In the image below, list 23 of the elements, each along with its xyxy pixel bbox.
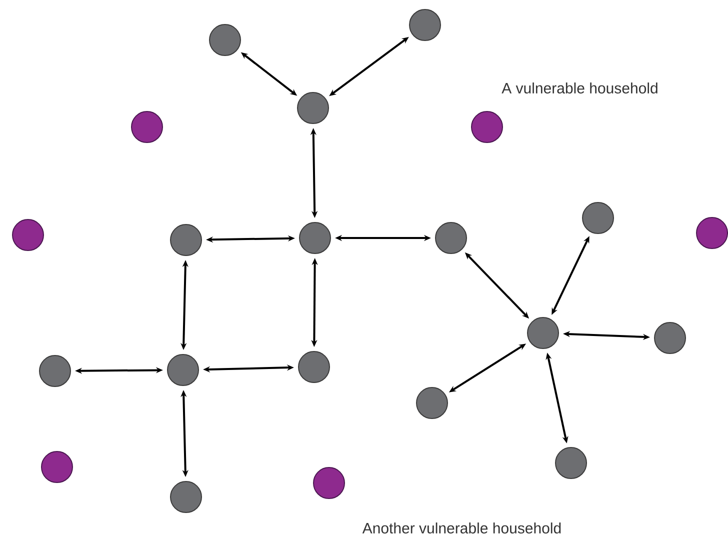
household-circle — [696, 217, 728, 249]
household-circle — [409, 9, 441, 41]
household-circle — [313, 467, 345, 499]
household-circle — [167, 354, 199, 386]
household-circle — [170, 224, 202, 256]
household-circle — [527, 317, 559, 349]
household-circle — [131, 111, 163, 143]
household-circle — [435, 222, 467, 254]
household-circle — [299, 222, 331, 254]
household-circle — [654, 322, 686, 354]
household-circle — [298, 351, 330, 383]
household-circle — [416, 387, 448, 419]
household-circle — [41, 451, 73, 483]
household-circle — [471, 111, 503, 143]
household-circle — [555, 447, 587, 479]
household-circle — [170, 481, 202, 513]
household-circle — [39, 355, 71, 387]
household-circle — [582, 202, 614, 234]
caption-text: Another vulnerable household — [362, 522, 561, 534]
caption-text: A vulnerable household — [502, 82, 658, 94]
household-circle — [12, 219, 44, 251]
household-circle — [297, 92, 329, 124]
household-circle — [209, 24, 241, 56]
